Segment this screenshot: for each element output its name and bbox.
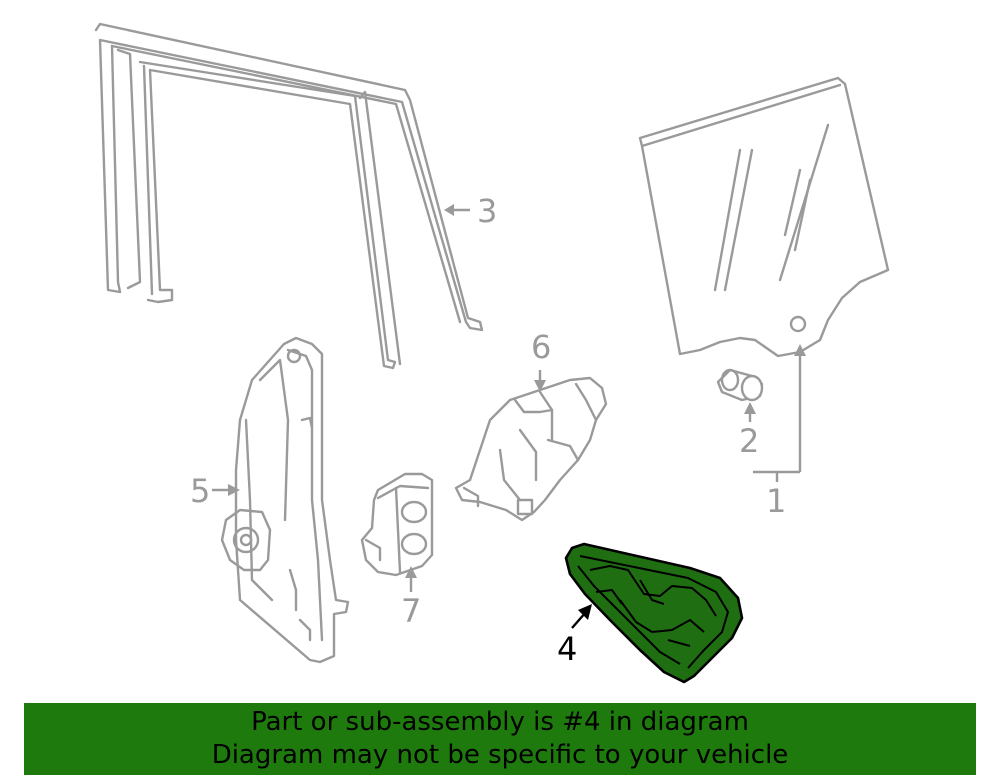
parts-diagram: 1 2 3 4 5 6 7 <box>94 22 890 684</box>
callout-5: 5 <box>190 472 210 510</box>
part-6-regulator-motor[interactable] <box>454 376 608 522</box>
callout-7: 7 <box>401 592 421 630</box>
part-5-window-regulator[interactable] <box>220 336 350 664</box>
callout-3: 3 <box>477 192 497 230</box>
callout-1: 1 <box>766 482 786 520</box>
leader-lines <box>212 204 806 629</box>
part-7-connector[interactable] <box>360 472 434 577</box>
banner-line-2: Diagram may not be specific to your vehi… <box>211 740 789 770</box>
callout-2: 2 <box>739 422 759 460</box>
part-1-door-glass[interactable] <box>638 76 890 358</box>
part-4-highlighted-panel[interactable] <box>564 542 744 684</box>
part-3-run-channel[interactable] <box>94 22 484 370</box>
callout-6: 6 <box>531 328 551 366</box>
info-banner: Part or sub-assembly is #4 in diagram Di… <box>24 703 976 775</box>
banner-line-1: Part or sub-assembly is #4 in diagram <box>251 707 749 737</box>
part-2-glass-clip[interactable] <box>716 368 764 402</box>
callout-4: 4 <box>557 630 577 668</box>
